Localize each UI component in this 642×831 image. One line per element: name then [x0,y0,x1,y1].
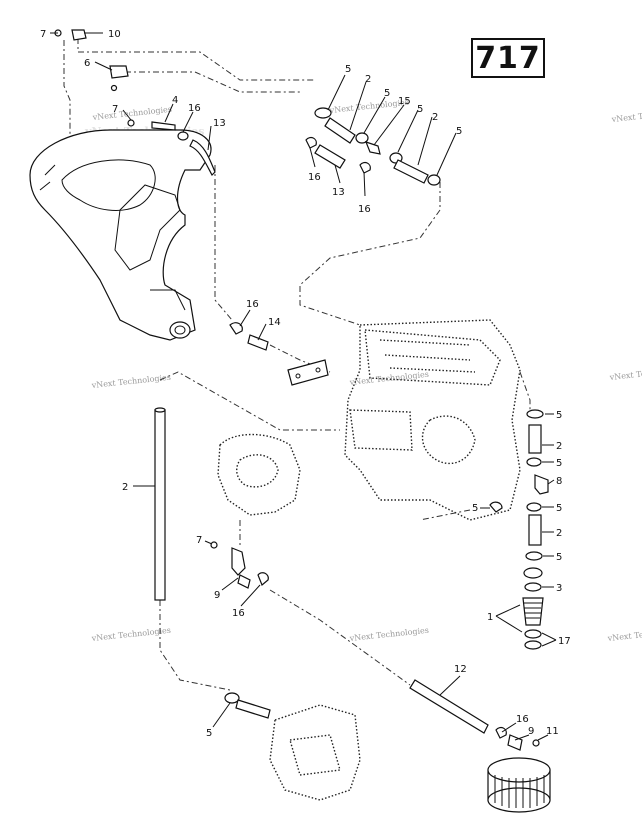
callout-label: 11 [546,726,559,737]
callout-label: 3 [556,583,562,594]
watermark-text: vNext Technologies [90,373,171,390]
callout-label: 13 [213,118,226,129]
callout-label: 8 [556,476,562,487]
bottom-pump [269,704,361,801]
callout-label: 9 [214,590,220,601]
callout-label: 5 [456,126,462,137]
callout-label: 4 [172,95,178,106]
callout-label: 5 [556,552,562,563]
fitting-14 [229,322,329,386]
callout-label: 2 [122,482,128,493]
hose-12-and-fittings [224,679,540,751]
callout-label: 5 [384,88,390,99]
callout-label: 5 [556,410,562,421]
callout-label: 16 [232,608,245,619]
leader-lines [50,32,557,741]
pump-housing [217,433,301,516]
callout-label: 16 [358,204,371,215]
watermark-text: vNext Technologies [90,626,171,643]
callout-label: 10 [108,29,121,40]
callout-label: 16 [246,299,259,310]
callout-label: 16 [308,172,321,183]
callout-label: 5 [417,104,423,115]
hose-routing-lines [63,38,531,691]
callout-label: 14 [268,317,281,328]
callout-label: 2 [365,74,371,85]
exhaust-muffler [29,129,212,341]
diagram-number-box: 717 [471,38,545,78]
long-hose-2 [154,407,166,601]
callout-label: 2 [556,528,562,539]
lower-center-fittings [210,541,269,589]
callout-label: 5 [556,503,562,514]
watermark-text: vNext Technologies [348,626,429,643]
callout-label: 17 [558,636,571,647]
callout-label: 2 [556,441,562,452]
callout-label: 7 [40,29,46,40]
callout-label: 5 [345,64,351,75]
callout-label: 9 [528,726,534,737]
callout-label: 12 [454,664,467,675]
callout-label: 6 [84,58,90,69]
engine-block [344,319,521,521]
callout-label: 16 [516,714,529,725]
watermark-text: vNext Technologies [608,365,642,382]
right-side-stack [489,409,549,650]
callout-label: 2 [432,112,438,123]
watermark-text: vNext Technologies [606,626,642,643]
callout-label: 13 [332,187,345,198]
upper-hoses-and-clamps [305,107,441,186]
callout-label: 7 [112,104,118,115]
diagram-number: 717 [475,40,541,76]
callout-label: 1 [487,612,493,623]
callout-label: 7 [196,535,202,546]
callout-label: 5 [206,728,212,739]
callout-label: 5 [556,458,562,469]
watermark-text: vNext Technologies [348,370,429,387]
watermark-text: vNext Technologies [610,107,642,124]
callout-label: 16 [188,103,201,114]
water-filter [487,757,551,813]
callout-label: 5 [472,503,478,514]
callout-label: 15 [398,96,411,107]
callout-labels: 7 10 6 7 4 16 13 5 2 5 15 5 2 5 16 13 16… [40,29,571,739]
